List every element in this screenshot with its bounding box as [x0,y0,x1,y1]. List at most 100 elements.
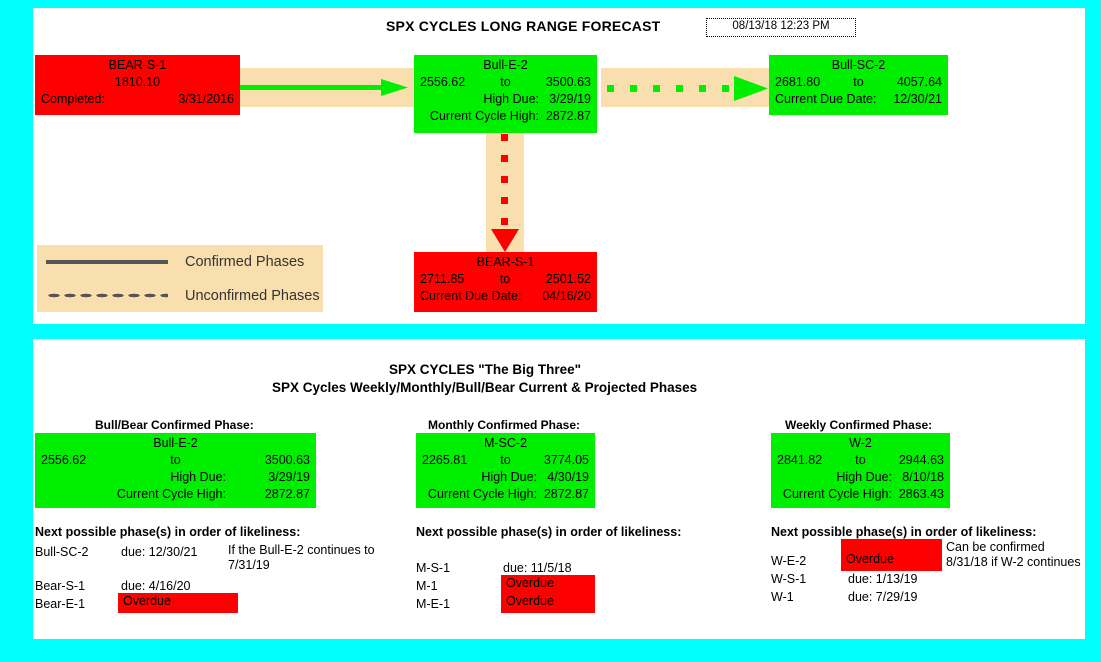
phase-name: Bull-E-2 [153,436,198,450]
column-heading-bullbear: Bull/Bear Confirmed Phase: [95,418,254,432]
range-separator: to [170,453,181,467]
due-value: 3/29/19 [268,470,310,484]
next-phase-due: due: 1/13/19 [848,572,918,586]
range-high: 4057.64 [896,75,942,89]
phase-box-bear-s1-completed[interactable]: BEAR-S-1 1810.10 Completed: 3/31/2016 [35,55,240,115]
next-phase-overdue-badge: Overdue [841,539,942,571]
phase-range: 2556.62 to 3500.63 [420,74,591,91]
range-high: 2501.52 [545,272,591,286]
phase-cycle-high: Current Cycle High: 2872.87 [422,486,589,503]
cycle-label: Current Cycle High: [427,487,537,501]
next-phase-name: M-S-1 [416,561,451,575]
solid-line-icon [46,259,168,264]
range-separator: to [499,272,511,286]
phase-box-bull-sc2[interactable]: Bull-SC-2 2681.80 to 4057.64 Current Due… [769,55,948,115]
due-label: High Due: [483,92,539,106]
solid-arrow-right-icon [236,79,408,96]
next-phase-name: W-S-1 [771,572,807,586]
phase-box-bull-e2[interactable]: Bull-E-2 2556.62 to 3500.63 High Due: 3/… [414,55,597,133]
cycle-label: Current Cycle High: [116,487,226,501]
due-label: High Due: [481,470,537,484]
phase-range: 2841.82 to 2944.63 [777,452,944,469]
cycle-value: 2863.43 [898,487,944,501]
phase-due: Current Due Date: 12/30/21 [775,91,942,108]
next-phase-name: W-E-2 [771,554,807,568]
due-value: 12/30/21 [893,92,942,106]
next-phases-label-weekly: Next possible phase(s) in order of likel… [771,525,1037,539]
phase-range: 2711.85 to 2501.52 [420,271,591,288]
cycle-value: 2872.87 [545,109,591,123]
range-low: 2265.81 [422,453,468,467]
range-separator: to [853,75,864,89]
legend-row-confirmed: Confirmed Phases [37,245,323,278]
cycle-value: 2872.87 [264,487,310,501]
next-phase-name: W-1 [771,590,794,604]
phase-range: 2681.80 to 4057.64 [775,74,942,91]
phase-box-monthly-confirmed[interactable]: M-SC-2 2265.81 to 3774.05 High Due: 4/30… [416,433,595,508]
phase-box-bear-s1-projected[interactable]: BEAR-S-1 2711.85 to 2501.52 Current Due … [414,252,597,312]
cycle-label: Current Cycle High: [429,109,539,123]
long-range-forecast-panel: SPX CYCLES LONG RANGE FORECAST 08/13/18 … [33,8,1085,324]
due-value: 4/30/19 [547,470,589,484]
next-phase-due: due: 12/30/21 [121,545,198,559]
due-label: High Due: [836,470,892,484]
phase-range: 2556.62 to 3500.63 [41,452,310,469]
cycle-label: Current Cycle High: [782,487,892,501]
next-phase-note-weekly: Can be confirmed 8/31/18 if W-2 continue… [946,540,1081,569]
next-phase-name: M-1 [416,579,438,593]
range-low: 2711.85 [420,272,465,286]
next-phases-label-bullbear: Next possible phase(s) in order of likel… [35,525,301,539]
next-phase-overdue-badge: Overdue [501,593,595,613]
phase-name: Bull-SC-2 [831,58,886,72]
next-phase-due: due: 4/16/20 [121,579,191,593]
phase-due: High Due: 4/30/19 [422,469,589,486]
connector-dotted-horizontal [601,68,773,107]
range-separator: to [855,453,866,467]
phase-cycle-high: Current Cycle High: 2872.87 [41,486,310,503]
phase-due: High Due: 3/29/19 [420,91,591,108]
range-separator: to [500,75,511,89]
next-phase-overdue-badge: Overdue [501,575,595,595]
due-value: 3/29/19 [549,92,591,106]
dotted-arrow-right-icon [607,76,768,101]
due-value: 04/16/20 [542,289,591,303]
phase-name: Bull-E-2 [483,58,528,72]
cycle-value: 2872.87 [543,487,589,501]
next-phase-name: Bear-S-1 [35,579,86,593]
phase-status: Completed: 3/31/2016 [41,91,234,108]
due-label: Current Due Date: [420,289,522,303]
dotted-line-icon [46,293,168,298]
status-label: Completed: [41,92,105,106]
big-three-title: SPX CYCLES "The Big Three" [389,362,582,377]
connector-dotted-vertical [486,128,524,252]
next-phase-note-bullbear: If the Bull-E-2 continues to 7/31/19 [228,543,375,572]
due-label: Current Due Date: [775,92,877,106]
timestamp-field: 08/13/18 12:23 PM [706,18,856,37]
range-high: 3774.05 [543,453,589,467]
next-phase-due: due: 7/29/19 [848,590,918,604]
phase-cycle-high: Current Cycle High: 2863.43 [777,486,944,503]
column-heading-monthly: Monthly Confirmed Phase: [428,418,581,432]
next-phase-name: Bear-E-1 [35,597,86,611]
phase-range: 2265.81 to 3774.05 [422,452,589,469]
legend-label-confirmed: Confirmed Phases [185,253,305,270]
range-high: 2944.63 [898,453,944,467]
phase-box-bullbear-confirmed[interactable]: Bull-E-2 2556.62 to 3500.63 High Due: 3/… [35,433,316,508]
range-low: 2556.62 [41,453,87,467]
dotted-arrow-down-icon [491,134,519,252]
legend: Confirmed Phases Unconfirmed Phases [37,245,323,312]
phase-due: High Due: 8/10/18 [777,469,944,486]
due-label: High Due: [170,470,226,484]
page-title: SPX CYCLES LONG RANGE FORECAST [386,18,661,34]
range-low: 2841.82 [777,453,823,467]
phase-name: W-2 [849,436,872,450]
range-low: 2556.62 [420,75,466,89]
phase-name: BEAR-S-1 [476,255,535,269]
connector-solid-horizontal [233,68,414,107]
big-three-subtitle: SPX Cycles Weekly/Monthly/Bull/Bear Curr… [272,380,698,395]
phase-name: M-SC-2 [483,436,528,450]
phase-box-weekly-confirmed[interactable]: W-2 2841.82 to 2944.63 High Due: 8/10/18… [771,433,950,508]
phase-value: 1810.10 [114,75,161,89]
phase-name: BEAR-S-1 [108,58,167,72]
